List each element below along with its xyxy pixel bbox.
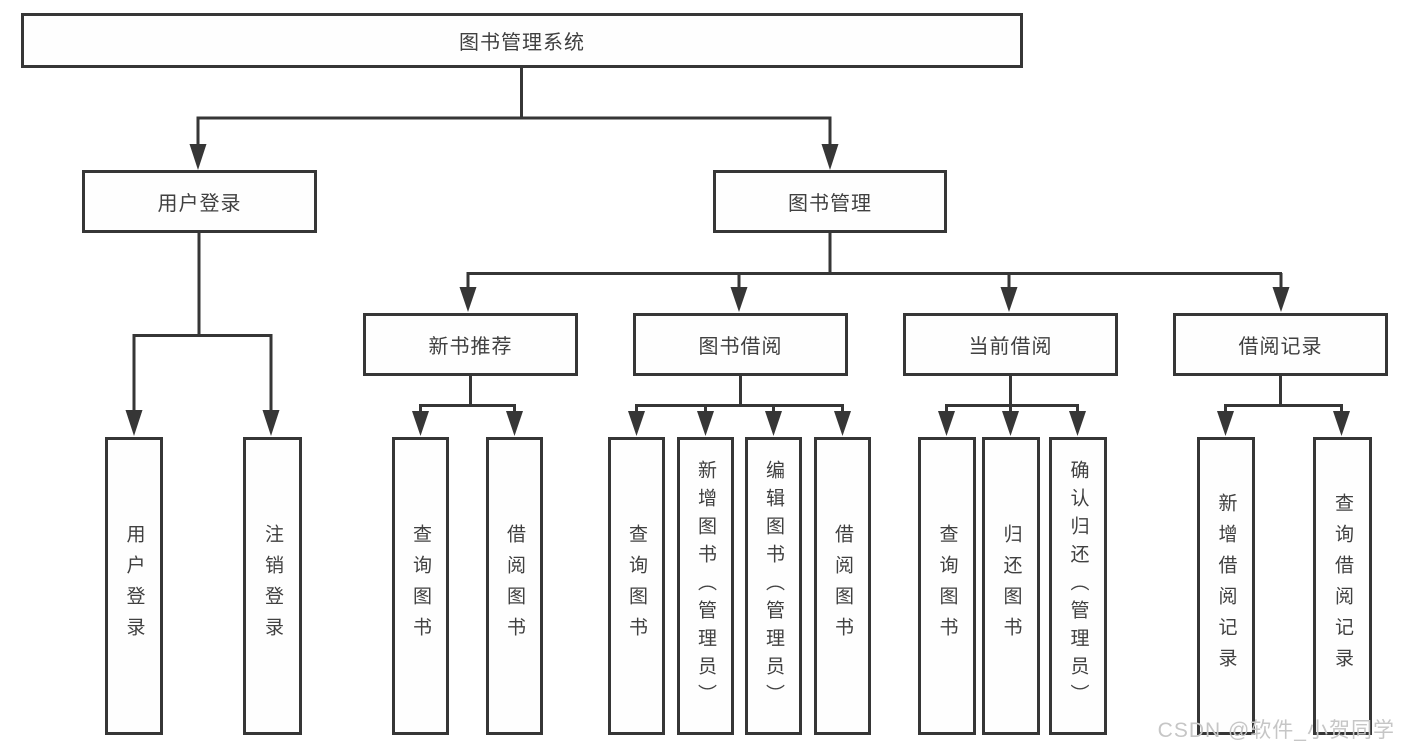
leaf-confirm-return-admin-label: 确认归还（管理员） <box>1067 460 1089 712</box>
node-user-login: 用户登录 <box>82 170 317 233</box>
leaf-add-borrow-record-label: 新增借阅记录 <box>1215 493 1237 679</box>
leaf-user-login-label: 用户登录 <box>123 524 145 648</box>
node-current-borrow-label: 当前借阅 <box>968 336 1053 358</box>
node-current-borrow: 当前借阅 <box>903 313 1118 376</box>
csdn-watermark: CSDN @软件_小贺同学 <box>1157 719 1395 742</box>
leaf-query-book-current: 查询图书 <box>918 437 976 735</box>
leaf-query-book-current-label: 查询图书 <box>936 524 958 648</box>
leaf-logout: 注销登录 <box>243 437 302 735</box>
leaf-confirm-return-admin: 确认归还（管理员） <box>1049 437 1107 735</box>
node-new-book-recommend-label: 新书推荐 <box>428 336 513 358</box>
node-user-login-label: 用户登录 <box>157 193 242 215</box>
node-root: 图书管理系统 <box>21 13 1023 68</box>
node-book-management: 图书管理 <box>713 170 947 233</box>
leaf-logout-label: 注销登录 <box>262 524 283 648</box>
leaf-borrow-book-recommend-label: 借阅图书 <box>504 524 525 648</box>
leaf-borrow-book-recommend: 借阅图书 <box>486 437 543 735</box>
node-new-book-recommend: 新书推荐 <box>363 313 578 376</box>
leaf-query-book-recommend-label: 查询图书 <box>410 524 431 648</box>
leaf-add-book-admin: 新增图书（管理员） <box>677 437 734 735</box>
leaf-return-book: 归还图书 <box>982 437 1040 735</box>
node-root-label: 图书管理系统 <box>459 32 585 54</box>
node-book-management-label: 图书管理 <box>788 193 872 215</box>
arrowheads <box>125 144 1350 436</box>
node-borrow-record: 借阅记录 <box>1173 313 1388 376</box>
leaf-query-book-recommend: 查询图书 <box>392 437 449 735</box>
leaf-add-borrow-record: 新增借阅记录 <box>1197 437 1255 735</box>
leaf-user-login: 用户登录 <box>105 437 163 735</box>
node-book-borrow: 图书借阅 <box>633 313 848 376</box>
leaf-query-book-borrow-label: 查询图书 <box>626 524 647 648</box>
leaf-borrow-book: 借阅图书 <box>814 437 871 735</box>
leaf-borrow-book-label: 借阅图书 <box>832 524 853 648</box>
leaf-edit-book-admin-label: 编辑图书（管理员） <box>763 460 784 712</box>
node-book-borrow-label: 图书借阅 <box>698 336 783 358</box>
leaf-add-book-admin-label: 新增图书（管理员） <box>695 460 716 712</box>
node-borrow-record-label: 借阅记录 <box>1238 336 1323 358</box>
leaf-return-book-label: 归还图书 <box>1000 524 1022 648</box>
leaf-query-book-borrow: 查询图书 <box>608 437 665 735</box>
leaf-query-borrow-record: 查询借阅记录 <box>1313 437 1372 735</box>
leaf-edit-book-admin: 编辑图书（管理员） <box>745 437 802 735</box>
leaf-query-borrow-record-label: 查询借阅记录 <box>1332 493 1353 679</box>
